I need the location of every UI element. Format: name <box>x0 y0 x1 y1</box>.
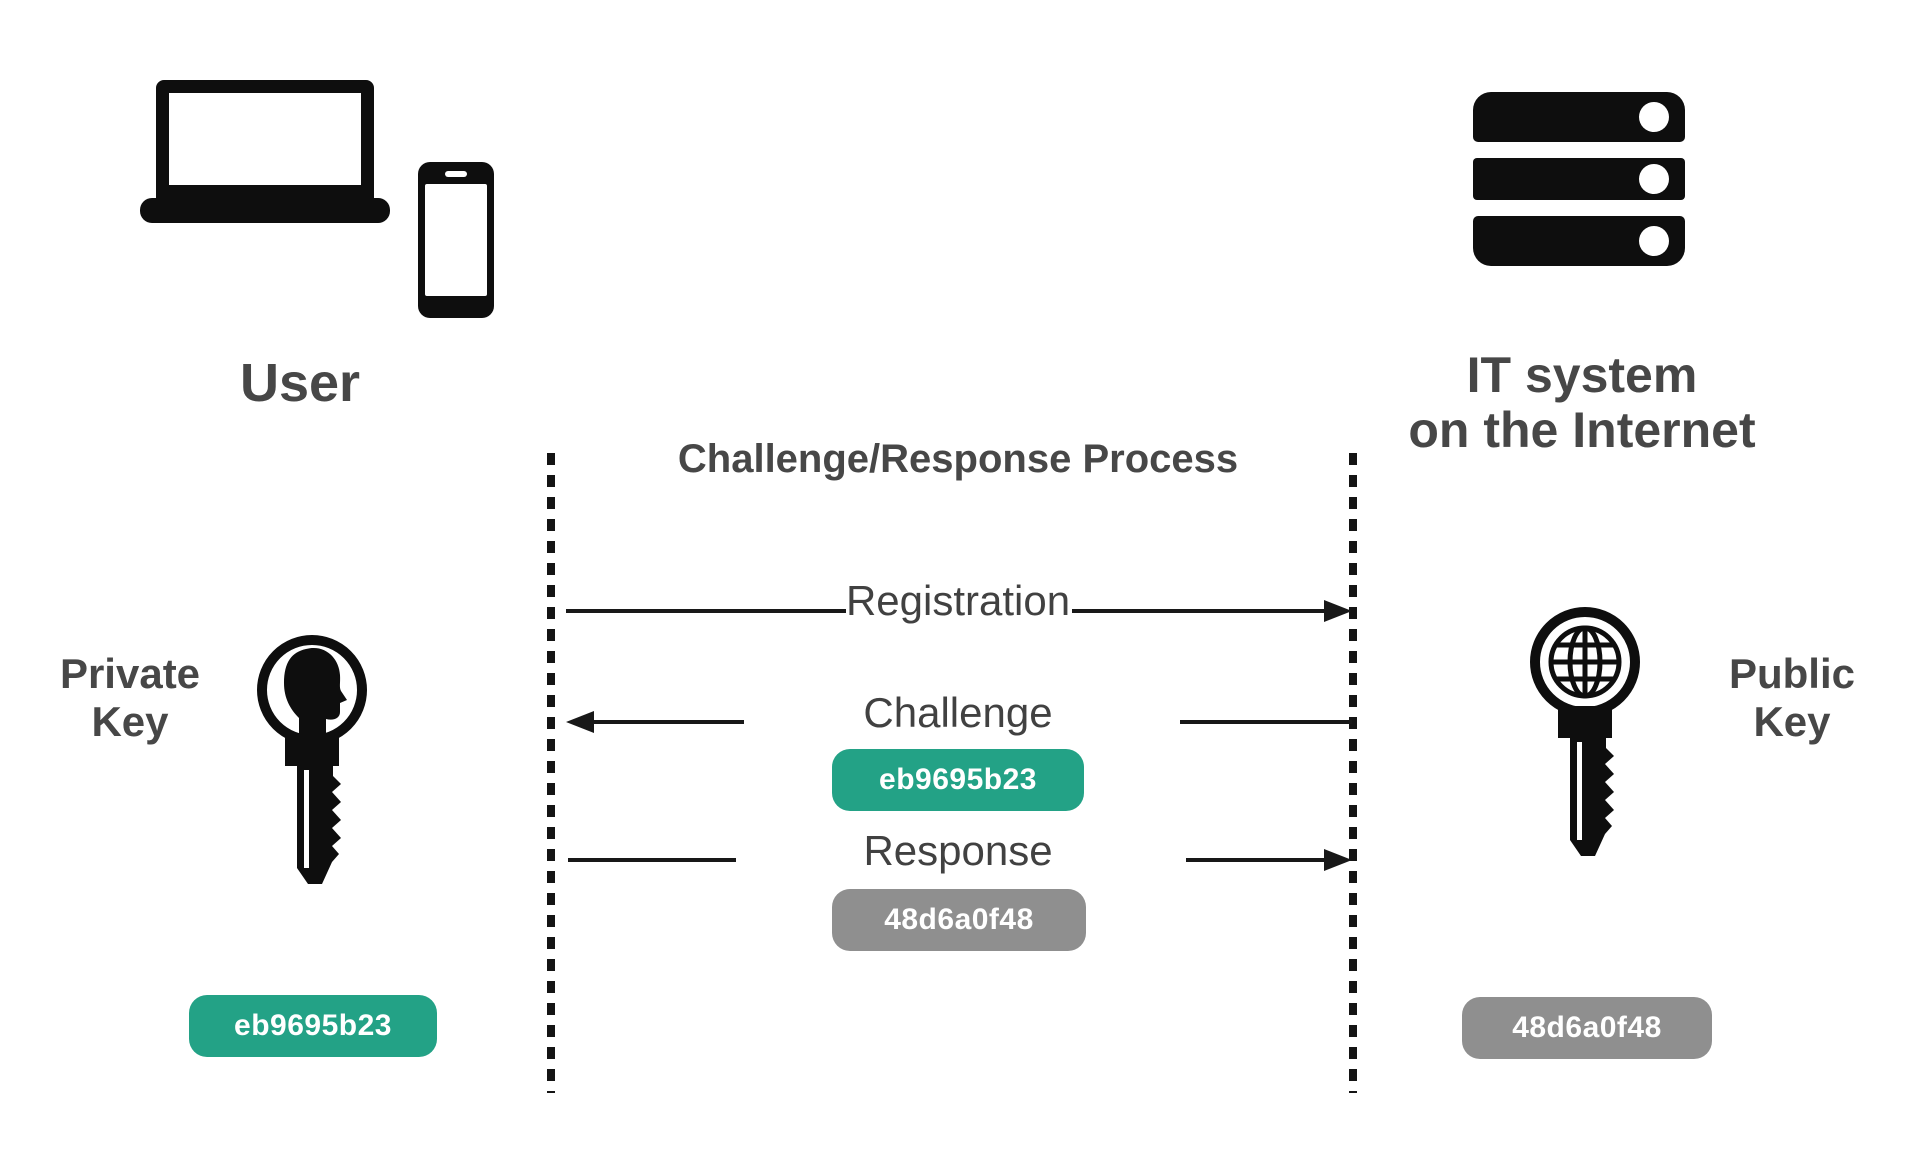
public-key-label-line1: Public <box>1728 650 1856 697</box>
smartphone-speaker <box>445 171 467 177</box>
public-key-icon <box>1530 607 1640 856</box>
response-value-badge: 48d6a0f48 <box>832 889 1086 951</box>
registration-label: Registration <box>845 577 1071 624</box>
response-arrowhead-right-icon <box>1324 849 1352 871</box>
registration-arrow-line <box>1072 609 1326 613</box>
public-key-value-badge: 48d6a0f48 <box>1462 997 1712 1059</box>
registration-arrow-line <box>566 609 846 613</box>
private-key-icon <box>257 635 367 884</box>
it-system-label-line2: on the Internet <box>1408 402 1756 458</box>
private-key-label-line1: Private <box>59 650 201 697</box>
server-led <box>1639 164 1669 194</box>
laptop-base <box>140 198 390 223</box>
challenge-arrow-line <box>592 720 744 724</box>
server-rack-unit <box>1473 92 1685 142</box>
smartphone-icon <box>418 162 494 318</box>
response-arrow-line <box>1186 858 1326 862</box>
response-arrow-line <box>568 858 736 862</box>
public-key-label: Public Key <box>1682 650 1902 747</box>
registration-arrowhead-right-icon <box>1324 600 1352 622</box>
laptop-icon <box>140 80 390 224</box>
private-key-label: Private Key <box>20 650 240 747</box>
server-icon <box>1473 92 1685 268</box>
challenge-label: Challenge <box>863 689 1053 736</box>
right-boundary-dashed-line <box>1349 453 1357 1093</box>
challenge-arrowhead-left-icon <box>566 711 594 733</box>
server-rack-unit <box>1473 158 1685 200</box>
challenge-value-badge: eb9695b23 <box>832 749 1084 811</box>
private-key-value-badge: eb9695b23 <box>189 995 437 1057</box>
smartphone-screen <box>425 184 487 296</box>
server-rack-unit <box>1473 216 1685 266</box>
private-key-label-line2: Key <box>91 698 169 746</box>
response-label: Response <box>863 827 1053 874</box>
challenge-arrow-line <box>1180 720 1352 724</box>
process-title: Challenge/Response Process <box>677 437 1239 481</box>
user-label: User <box>239 353 361 413</box>
it-system-label-line1: IT system <box>1466 347 1698 403</box>
public-key-label-line2: Key <box>1753 698 1831 746</box>
server-led <box>1639 102 1669 132</box>
left-boundary-dashed-line <box>547 453 555 1093</box>
it-system-label: IT system on the Internet <box>1380 348 1784 458</box>
globe-icon <box>1548 625 1622 699</box>
laptop-screen <box>156 80 374 198</box>
server-led <box>1639 226 1669 256</box>
